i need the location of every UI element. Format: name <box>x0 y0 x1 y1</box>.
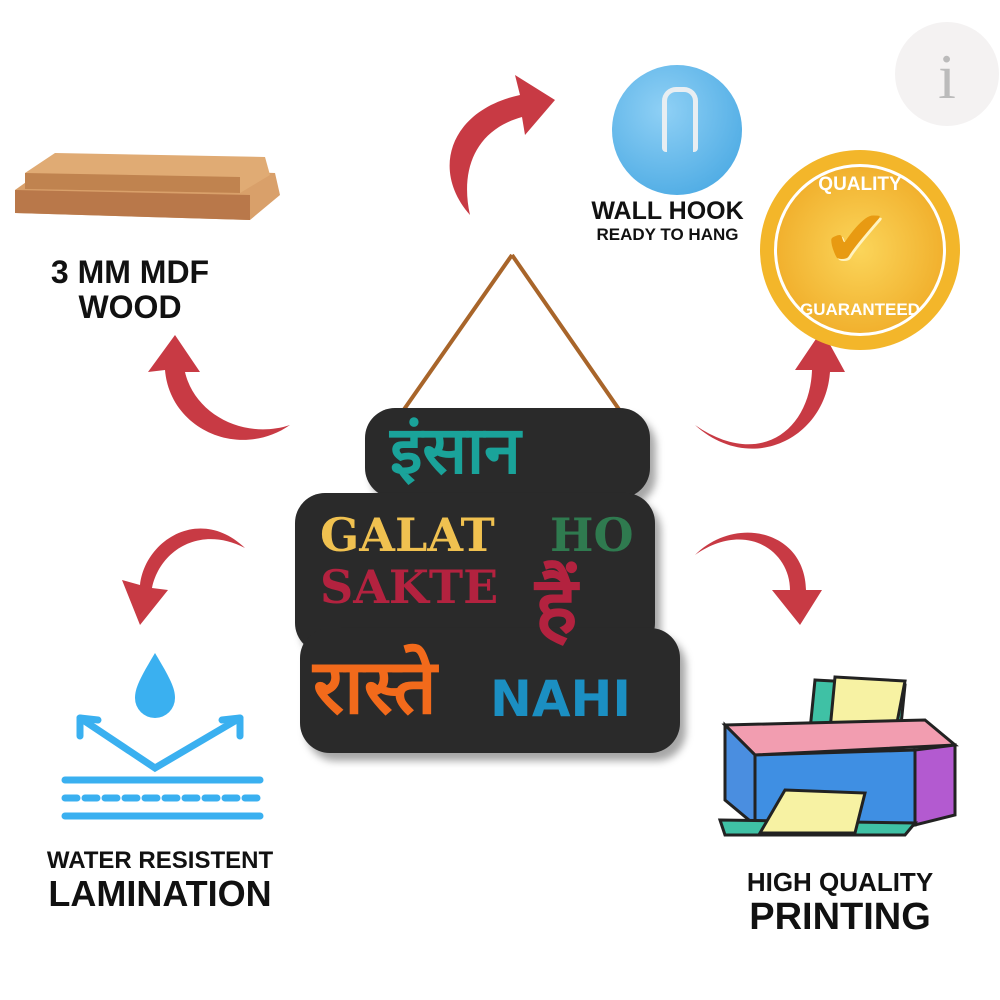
check-icon: ✔ <box>822 194 890 283</box>
wall-hook-icon <box>612 65 742 195</box>
printer-icon <box>717 675 959 837</box>
sign-nahi: NAHI <box>490 670 631 728</box>
sign-galat: GALAT <box>320 508 495 562</box>
water-line2: LAMINATION <box>48 873 272 915</box>
sign-line-insaan: इंसान <box>390 412 521 489</box>
wall-hook-subtitle: READY TO HANG <box>596 224 739 244</box>
wood-line2: WOOD <box>78 289 182 326</box>
arrow-to-wood <box>148 335 290 440</box>
printing-label: HIGH QUALITY PRINTING <box>715 868 965 938</box>
wood-line1: 3 MM MDF <box>50 254 210 290</box>
printing-line2: PRINTING <box>749 895 931 938</box>
mdf-wood-icon <box>15 153 280 220</box>
logo-letter: i <box>938 41 956 112</box>
quality-guaranteed-badge: QUALITY ✔ GUARANTEED <box>760 150 960 350</box>
arrow-to-hook <box>449 75 555 215</box>
water-line1: WATER RESISTENT <box>46 847 274 874</box>
arrow-to-quality <box>695 330 845 449</box>
sign-raste: रास्ते <box>313 642 437 731</box>
brand-logo: i <box>895 22 999 126</box>
sign-hain: हैं <box>535 559 578 652</box>
arrow-to-printing <box>695 532 822 625</box>
wall-hook-label: WALL HOOK READY TO HANG <box>565 197 770 244</box>
arrow-to-water <box>122 528 245 625</box>
wall-hook-title: WALL HOOK <box>591 197 744 225</box>
sign-sakte: SAKTE <box>320 560 499 614</box>
badge-bottom-text: GUARANTEED <box>800 300 920 319</box>
wall-sign: इंसान GALAT HO SAKTE हैं रास्ते NAHI <box>295 408 680 753</box>
wood-label: 3 MM MDF WOOD <box>20 254 240 326</box>
water-label: WATER RESISTENT LAMINATION <box>20 847 300 915</box>
sign-ho: HO <box>550 508 634 562</box>
printing-line1: HIGH QUALITY <box>746 867 934 897</box>
water-resistant-icon <box>61 653 264 820</box>
badge-top-text: QUALITY <box>818 174 902 195</box>
